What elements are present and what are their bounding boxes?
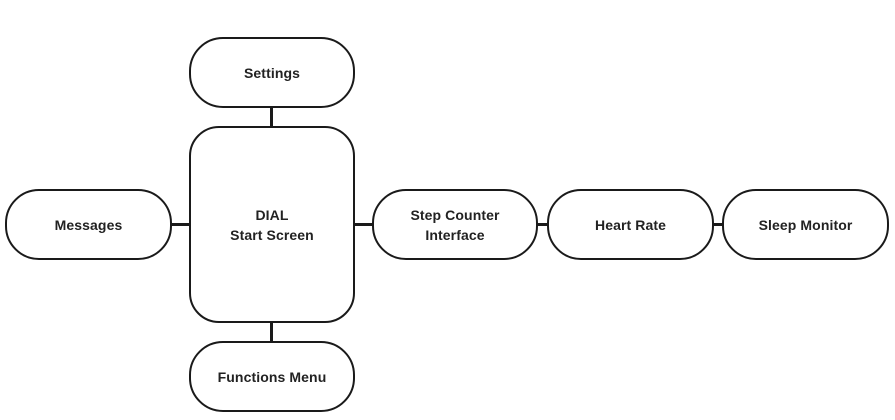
connector-dial-step-counter [354,223,373,226]
step-counter-interface-node: Step Counter Interface [372,189,538,260]
connector-heart-rate-sleep-monitor [713,223,723,226]
functions-menu-node: Functions Menu [189,341,355,412]
messages-node: Messages [5,189,172,260]
connector-settings-dial [270,107,273,127]
settings-node: Settings [189,37,355,108]
messages-label: Messages [54,216,123,233]
sleep-monitor-node: Sleep Monitor [722,189,889,260]
dial-start-screen-node: DIAL Start Screen [189,126,355,323]
heart-rate-node: Heart Rate [547,189,714,260]
connector-dial-functions-menu [270,322,273,342]
connector-step-counter-heart-rate [537,223,548,226]
connector-messages-dial [171,223,190,226]
functions-menu-label: Functions Menu [217,368,327,385]
heart-rate-label: Heart Rate [594,216,667,233]
settings-label: Settings [243,64,301,81]
sleep-monitor-label: Sleep Monitor [758,216,853,233]
step-counter-interface-label: Step Counter Interface [410,206,500,243]
dial-start-screen-label: DIAL Start Screen [230,206,314,243]
